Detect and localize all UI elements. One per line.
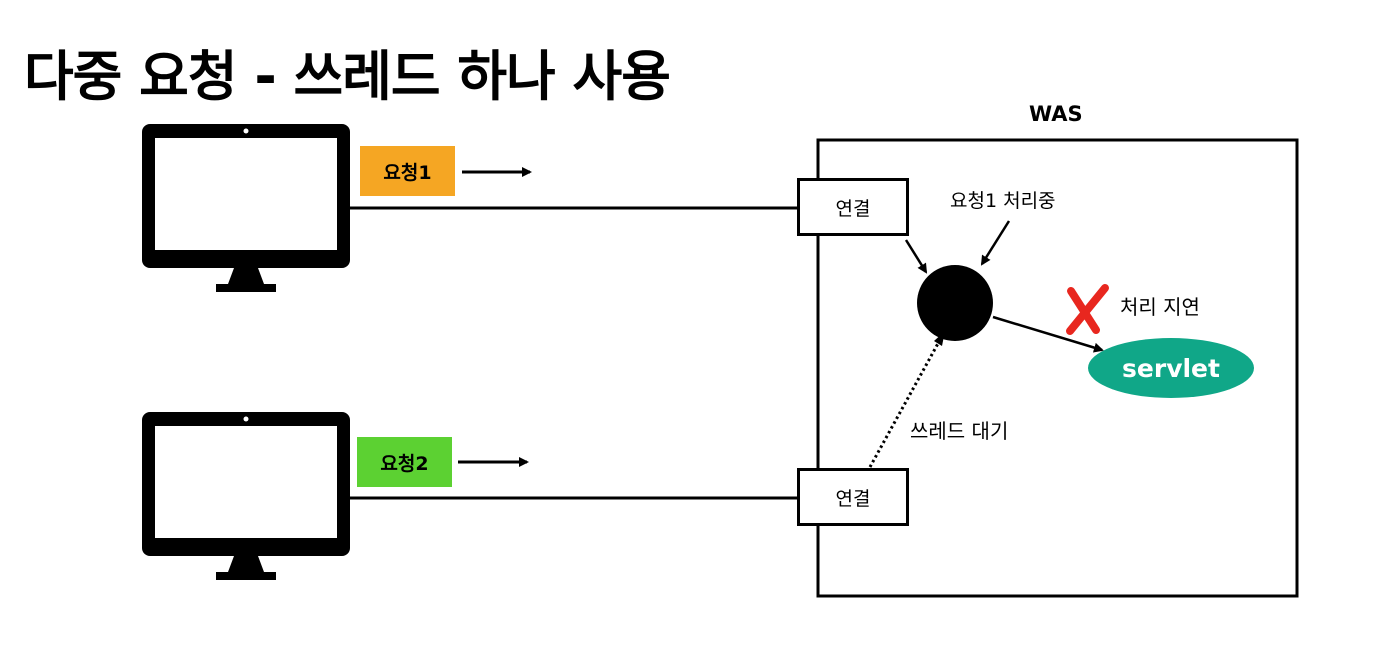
monitor-icon (142, 412, 350, 580)
connection-to-thread-arrow (904, 239, 928, 274)
was-container (816, 138, 1299, 598)
delay-label: 처리 지연 (1120, 295, 1200, 319)
thread-wait-arrowhead (934, 331, 945, 346)
connection-box-2: 연결 (797, 468, 909, 526)
request-1-tag: 요청1 (360, 146, 455, 196)
was-label: WAS (1029, 102, 1083, 126)
connection-box-1: 연결 (797, 178, 909, 236)
thread-to-servlet-arrow (992, 315, 1104, 353)
processing-pointer-arrow (980, 220, 1011, 266)
thread-circle (917, 265, 993, 341)
monitor-icon (142, 124, 350, 292)
thread-wait-label: 쓰레드 대기 (910, 419, 1009, 443)
request-2-tag: 요청2 (357, 437, 452, 487)
x-mark-icon (1066, 284, 1109, 335)
thread-wait-arrow (868, 337, 943, 468)
servlet-node: servlet (1088, 338, 1254, 398)
page-title: 다중 요청 - 쓰레드 하나 사용 (24, 45, 671, 108)
thread-processing-label: 요청1 처리중 (950, 190, 1056, 212)
